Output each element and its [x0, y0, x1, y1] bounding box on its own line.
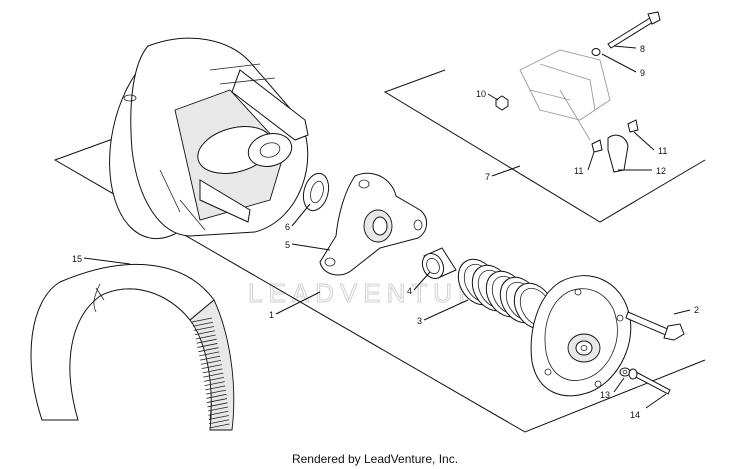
callout-5: 5 [285, 240, 290, 250]
callout-8: 8 [640, 44, 645, 54]
bolt-8 [607, 11, 661, 49]
drive-belt-15 [30, 264, 235, 431]
clutch-sheave [109, 37, 309, 240]
leader-lines [83, 45, 691, 409]
washer-9 [591, 48, 601, 56]
bolt-14 [628, 368, 671, 395]
callout-3: 3 [417, 316, 422, 326]
footer-credit: Rendered by LeadVenture, Inc. [291, 452, 459, 466]
watermark-text: LEADVENTURE [248, 278, 506, 308]
callout-10: 10 [476, 89, 486, 99]
washer-13 [619, 367, 631, 377]
pad-11-b [627, 119, 639, 133]
callout-4: 4 [407, 286, 412, 296]
assembly-bracket-7 [383, 69, 706, 223]
nut-10 [495, 95, 509, 111]
callout-6: 6 [285, 222, 290, 232]
callout-14: 14 [630, 410, 640, 420]
washer-6 [302, 172, 330, 212]
callout-9: 9 [640, 68, 645, 78]
callout-1: 1 [269, 310, 274, 320]
cover-plate [530, 275, 632, 397]
callout-labels: 1 2 3 4 5 6 7 8 9 10 11 11 12 13 14 15 [72, 44, 699, 420]
callout-15: 15 [72, 254, 82, 264]
callout-11-b: 11 [658, 146, 667, 156]
callout-2: 2 [694, 305, 699, 315]
bolt-2 [625, 311, 685, 341]
callout-11-a: 11 [574, 166, 583, 176]
callout-7: 7 [485, 172, 490, 182]
callout-12: 12 [656, 166, 666, 176]
callout-13: 13 [600, 390, 610, 400]
arm-12 [607, 134, 629, 173]
reference-arm-ghost [519, 49, 611, 141]
bushing-4 [421, 247, 457, 280]
spider-5 [319, 172, 427, 276]
assembly-bracket-1 [53, 119, 706, 433]
pad-11-a [591, 139, 603, 153]
